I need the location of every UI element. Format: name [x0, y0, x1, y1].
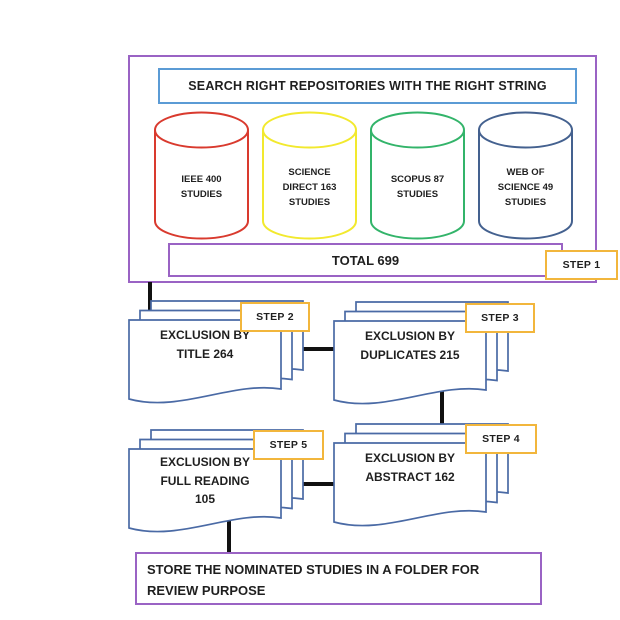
database-cylinder-scopus: SCOPUS 87 STUDIES — [369, 110, 466, 240]
connector-total-to-step2 — [148, 282, 152, 319]
store-studies-label: STORE THE NOMINATED STUDIES IN A FOLDER … — [147, 562, 480, 598]
database-cylinder-icon — [478, 111, 573, 240]
step-3-label: STEP 3 — [465, 303, 535, 333]
diagram-title: SEARCH RIGHT REPOSITORIES WITH THE RIGHT… — [188, 79, 547, 93]
total-label: TOTAL 699 — [331, 252, 400, 268]
exclusion-label: EXCLUSION BY TITLE 264 — [159, 328, 250, 361]
repository-label: SCOPUS 87 STUDIES — [390, 174, 445, 200]
repository-label: WEB OF SCIENCE 49 STUDIES — [497, 166, 554, 208]
database-cylinder-web-of-science: WEB OF SCIENCE 49 STUDIES — [477, 110, 574, 240]
database-cylinder-ieee: IEEE 400 STUDIES — [153, 110, 250, 240]
exclusion-label: EXCLUSION BY ABSTRACT 162 — [364, 451, 455, 484]
diagram-title-box: SEARCH RIGHT REPOSITORIES WITH THE RIGHT… — [158, 68, 577, 104]
repository-label: SCIENCE DIRECT 163 STUDIES — [282, 166, 337, 208]
connector-step2-to-step3 — [302, 347, 334, 351]
database-cylinder-icon — [262, 111, 357, 240]
multidocument-exclusion-by-full-reading: EXCLUSION BY FULL READING 105 — [128, 429, 306, 539]
exclusion-label: EXCLUSION BY FULL READING 105 — [159, 455, 250, 506]
connector-step3-to-step4 — [440, 391, 444, 425]
step-2-label: STEP 2 — [240, 302, 310, 332]
step-4-label: STEP 4 — [465, 424, 537, 454]
multidocument-exclusion-by-abstract: EXCLUSION BY ABSTRACT 162 — [333, 423, 511, 533]
database-cylinder-icon — [370, 111, 465, 240]
total-box: TOTAL 699 — [168, 243, 563, 277]
multidocument-icon — [128, 429, 304, 533]
connector-step5-to-store — [227, 519, 231, 553]
exclusion-label: EXCLUSION BY DUPLICATES 215 — [360, 329, 460, 362]
connector-step4-to-step5 — [302, 482, 334, 486]
store-studies-box: STORE THE NOMINATED STUDIES IN A FOLDER … — [135, 552, 542, 605]
step-5-label: STEP 5 — [253, 430, 324, 460]
step-1-label: STEP 1 — [545, 250, 618, 280]
repository-label: IEEE 400 STUDIES — [180, 174, 223, 200]
multidocument-icon — [333, 423, 509, 527]
database-cylinder-science-direct: SCIENCE DIRECT 163 STUDIES — [261, 110, 358, 240]
database-cylinder-icon — [154, 111, 249, 240]
